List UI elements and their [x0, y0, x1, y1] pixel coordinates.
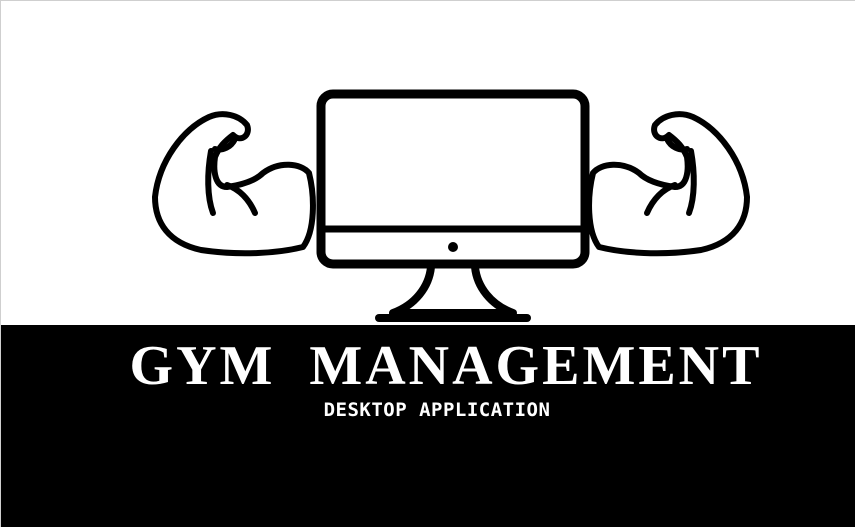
flexed-arm-right-icon	[586, 111, 750, 257]
gym-logo	[152, 89, 750, 322]
app-title: GYM MANAGEMENT	[129, 335, 763, 397]
title-band	[1, 325, 855, 527]
flexed-arm-left-icon	[152, 111, 316, 257]
app-subtitle: DESKTOP APPLICATION	[323, 399, 551, 421]
monitor-icon	[316, 89, 590, 322]
